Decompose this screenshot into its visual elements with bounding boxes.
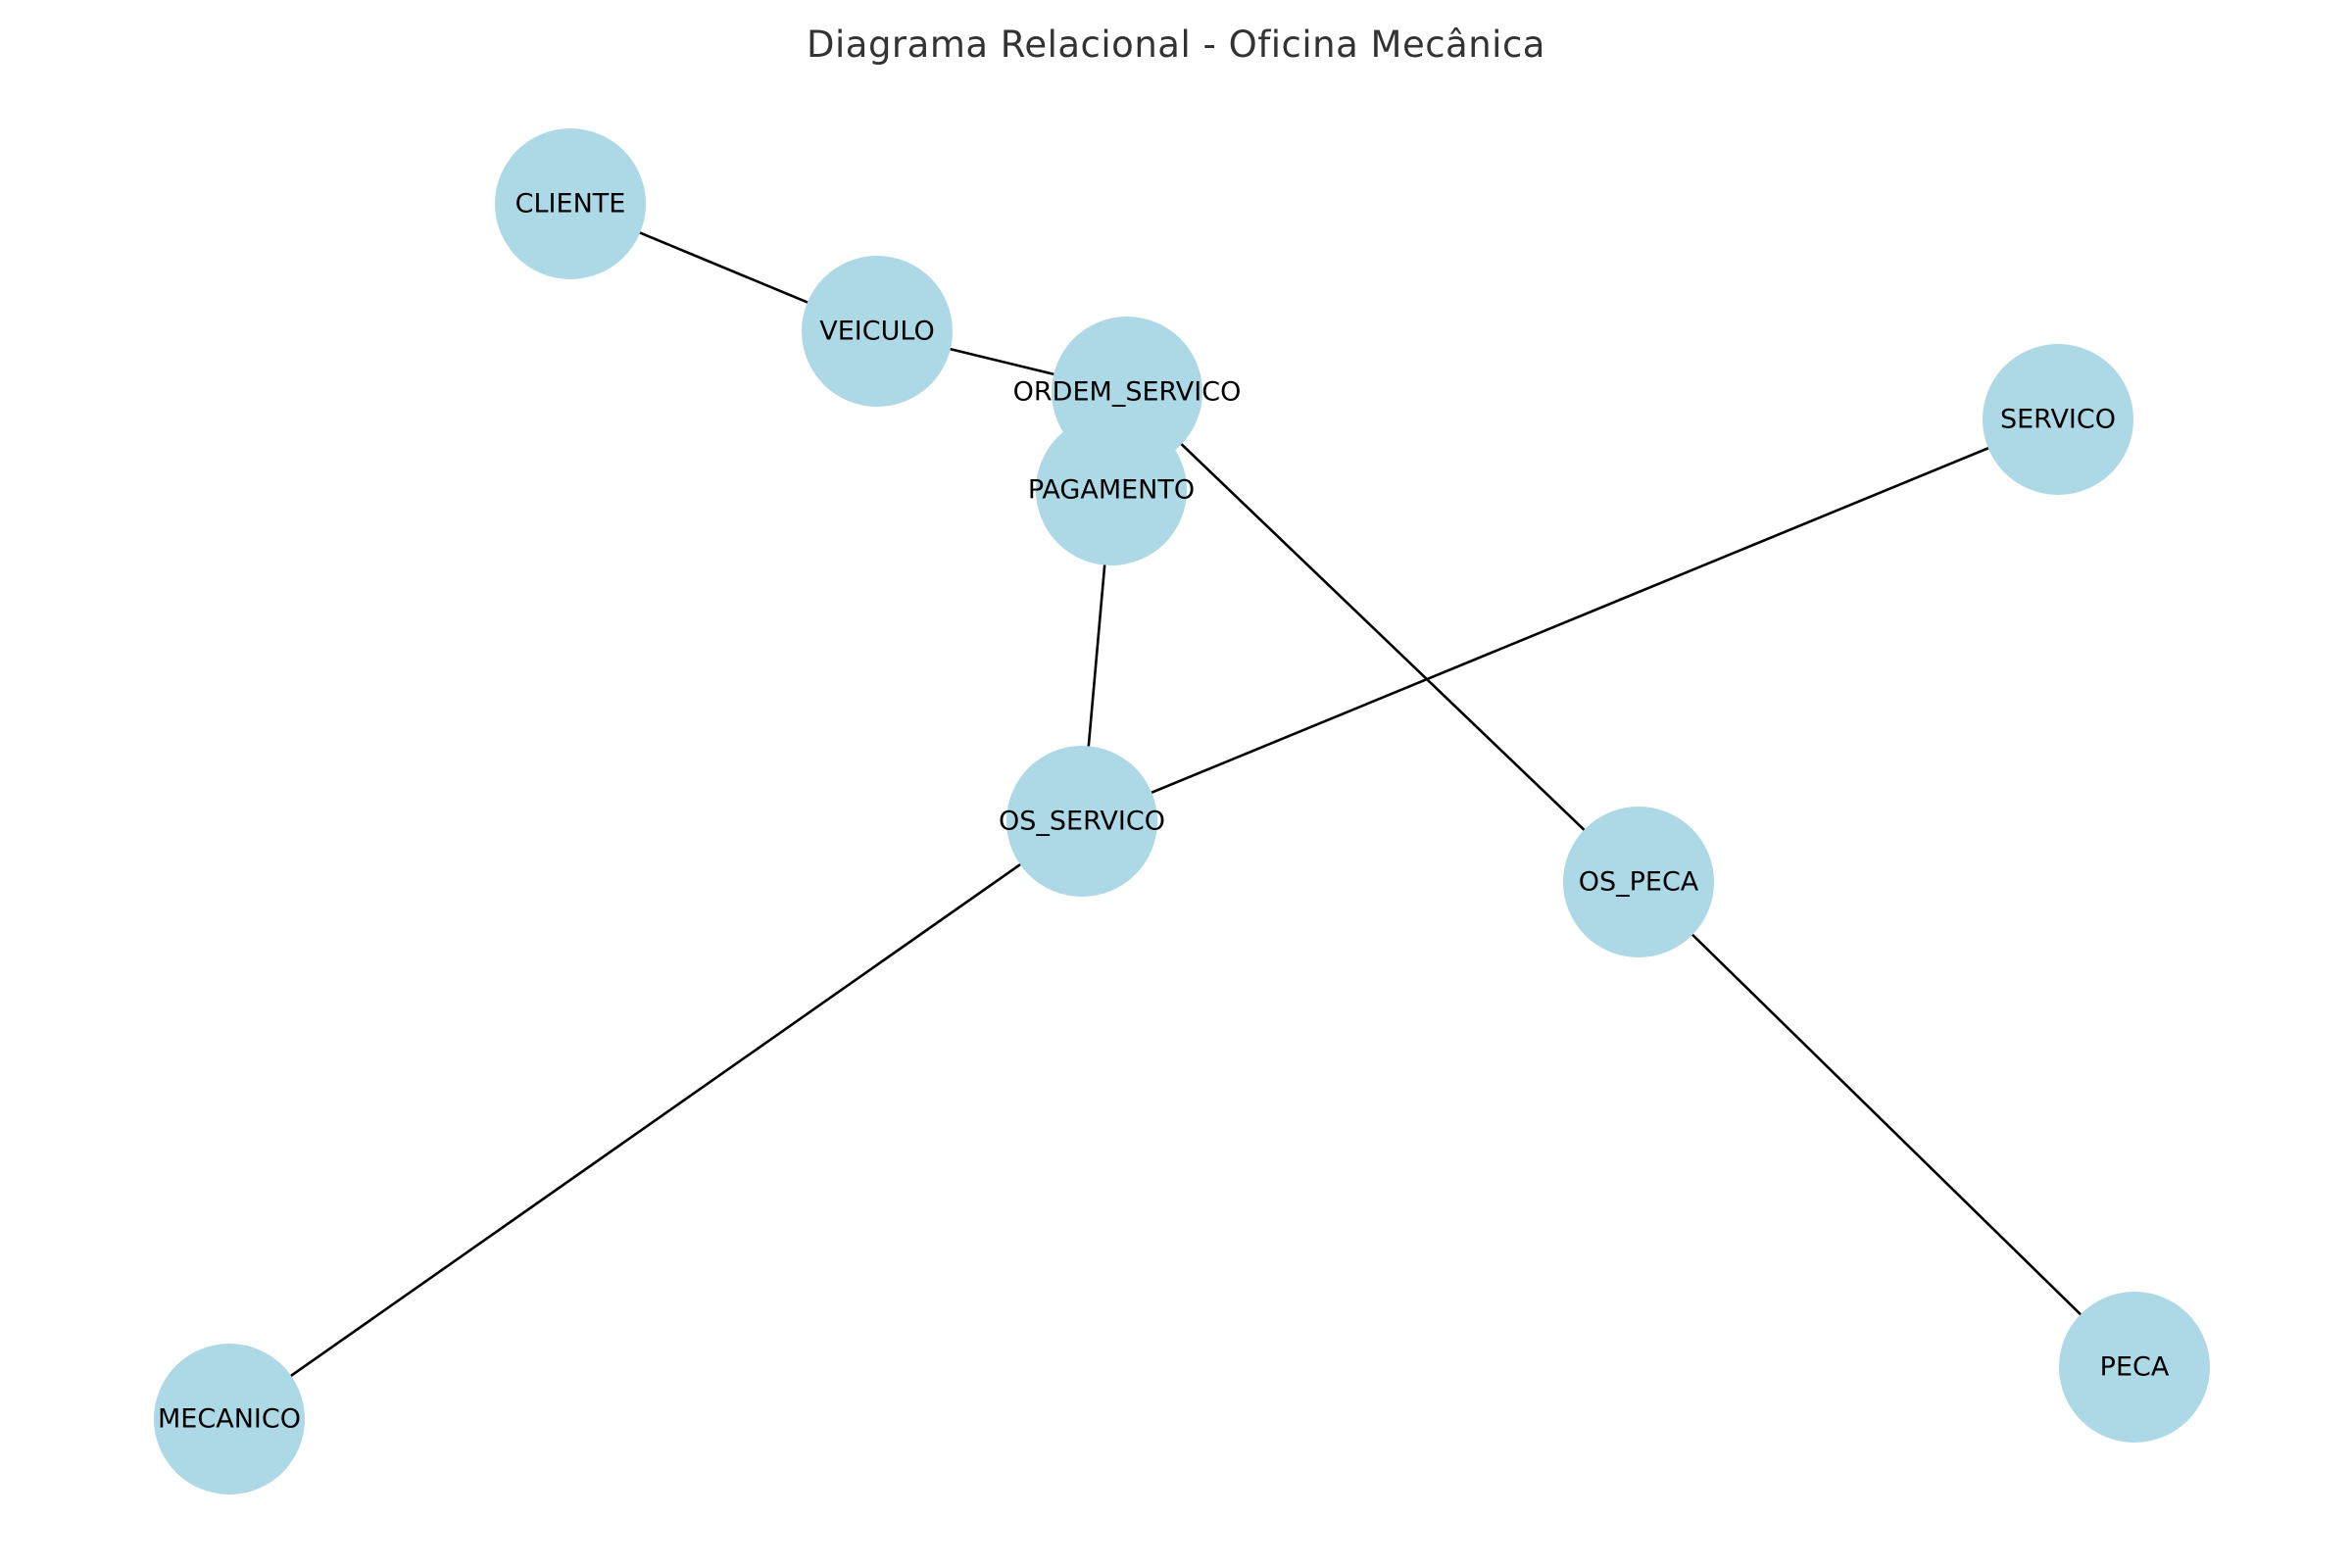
node-os-servico xyxy=(1006,746,1157,897)
node-label-servico: SERVICO xyxy=(2000,405,2116,435)
node-label-veiculo: VEICULO xyxy=(819,317,934,347)
node-label-os-servico: OS_SERVICO xyxy=(999,807,1165,837)
node-mecanico xyxy=(154,1344,305,1494)
node-cliente xyxy=(495,128,646,279)
edge-ordem-servico-os-peca xyxy=(1126,391,1640,883)
node-servico xyxy=(1983,344,2133,495)
node-os-peca xyxy=(1563,807,1714,957)
labels-layer: CLIENTE VEICULO SERVICO OS_SERVICO OS_PECA ME… xyxy=(158,189,2170,1435)
node-label-os-peca: OS_PECA xyxy=(1579,867,1699,898)
node-label-peca: PECA xyxy=(2100,1352,2170,1383)
edge-os-peca-peca xyxy=(1638,881,2135,1368)
edge-servico-os-servico xyxy=(1081,417,2059,823)
node-label-ordem-servico: ORDEM_SERVICO xyxy=(1013,377,1242,408)
node-veiculo xyxy=(802,256,953,407)
node-ordem-servico xyxy=(1052,317,1202,467)
node-label-mecanico: MECANICO xyxy=(158,1404,301,1435)
node-label-cliente: CLIENTE xyxy=(515,189,626,220)
node-label-pagamento: PAGAMENTO xyxy=(1028,475,1195,506)
nodes-layer: CLIENTE VEICULO SERVICO OS_SERVICO OS_PECA ME… xyxy=(154,128,2210,1494)
diagram-title: Diagrama Relacional - Oficina Mecânica xyxy=(807,24,1545,66)
node-peca xyxy=(2059,1292,2210,1443)
edge-os-servico-mecanico xyxy=(228,819,1083,1421)
